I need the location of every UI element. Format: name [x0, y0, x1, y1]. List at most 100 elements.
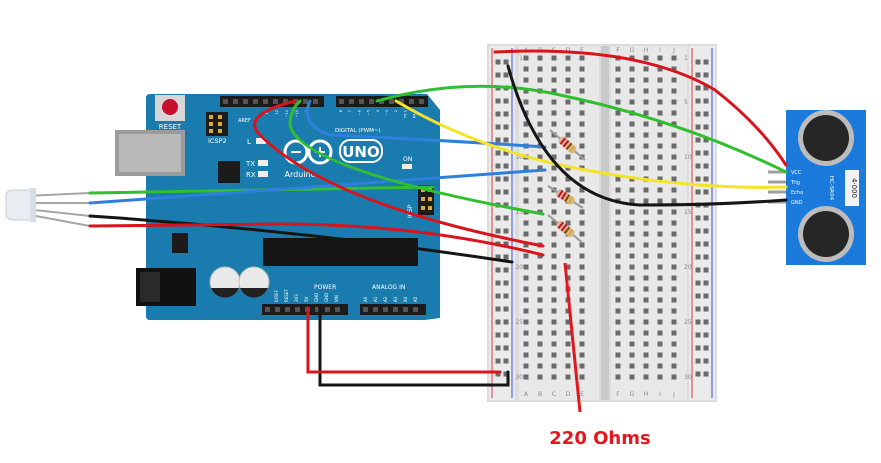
- rail-hole: [495, 228, 501, 234]
- breadboard-hole: [657, 88, 663, 94]
- rail-hole: [495, 293, 501, 299]
- breadboard-hole: [523, 374, 529, 380]
- breadboard-hole: [565, 99, 571, 105]
- wire-pin-blue: [306, 99, 547, 149]
- usb-chip: [218, 161, 240, 183]
- bb-col-letter: J: [672, 391, 675, 398]
- breadboard-hole: [657, 374, 663, 380]
- bb-row-number: 5: [684, 99, 688, 106]
- breadboard-hole: [629, 330, 635, 336]
- rail-hole: [503, 345, 509, 351]
- analog-pin-label: A1: [373, 296, 378, 302]
- breadboard-hole: [579, 297, 585, 303]
- rail-hole: [695, 241, 701, 247]
- resistor-band: [559, 137, 567, 145]
- breadboard-hole: [615, 264, 621, 270]
- breadboard-hole: [523, 352, 529, 358]
- breadboard-hole: [537, 319, 543, 325]
- digital-pin-label: TX 1: [403, 110, 407, 119]
- resistor-220: [547, 185, 584, 209]
- breadboard-hole: [551, 99, 557, 105]
- breadboard-hole: [615, 187, 621, 193]
- header-pin: [283, 99, 288, 104]
- breadboard-hole: [579, 319, 585, 325]
- breadboard-hole: [523, 286, 529, 292]
- rail-hole: [703, 306, 709, 312]
- breadboard-hole: [615, 297, 621, 303]
- breadboard-hole: [579, 220, 585, 226]
- breadboard-hole: [643, 154, 649, 160]
- rail-hole: [495, 176, 501, 182]
- breadboard-hole: [615, 88, 621, 94]
- header-pin: [389, 99, 394, 104]
- breadboard-hole: [565, 253, 571, 259]
- wire-led-red: [88, 222, 545, 257]
- wire-led-gnd-black: [88, 214, 514, 264]
- rail-hole: [703, 319, 709, 325]
- header-pin: [409, 99, 414, 104]
- breadboard-hole: [537, 253, 543, 259]
- rx-label: RX: [246, 171, 256, 179]
- breadboard-hole: [523, 165, 529, 171]
- breadboard-hole: [551, 253, 557, 259]
- breadboard-hole: [565, 220, 571, 226]
- breadboard-hole: [671, 110, 677, 116]
- breadboard-hole: [579, 99, 585, 105]
- breadboard-hole: [643, 275, 649, 281]
- breadboard-hole: [551, 176, 557, 182]
- rail-hole: [503, 124, 509, 130]
- resistor-band: [557, 221, 565, 229]
- breadboard-hole: [657, 286, 663, 292]
- breadboard-hole: [537, 55, 543, 61]
- breadboard-hole: [565, 132, 571, 138]
- breadboard-hole: [579, 231, 585, 237]
- breadboard-hole: [523, 264, 529, 270]
- resistor-band: [565, 142, 573, 150]
- resistor-band: [560, 192, 567, 200]
- header-pin: [349, 99, 354, 104]
- breadboard-hole: [551, 319, 557, 325]
- breadboard-hole: [537, 297, 543, 303]
- breadboard-hole: [657, 363, 663, 369]
- breadboard-hole: [537, 187, 543, 193]
- rail-hole: [703, 98, 709, 104]
- resistor-annotation: 220 Ohms: [549, 262, 651, 449]
- breadboard-hole: [551, 209, 557, 215]
- breadboard-hole: [523, 297, 529, 303]
- breadboard-hole: [643, 242, 649, 248]
- breadboard-hole: [657, 132, 663, 138]
- breadboard-hole: [551, 143, 557, 149]
- breadboard-hole: [551, 154, 557, 160]
- sensor-crystal: [845, 170, 859, 206]
- rail-hole: [503, 319, 509, 325]
- breadboard-hole: [579, 77, 585, 83]
- breadboard-hole: [643, 220, 649, 226]
- breadboard-hole: [657, 352, 663, 358]
- breadboard-hole: [671, 319, 677, 325]
- rail-hole: [495, 319, 501, 325]
- breadboard-hole: [657, 308, 663, 314]
- rail-hole: [495, 332, 501, 338]
- breadboard-hole: [629, 143, 635, 149]
- rail-hole: [503, 176, 509, 182]
- breadboard-hole: [579, 121, 585, 127]
- bb-col-letter: H: [644, 391, 649, 398]
- reset-button-cap[interactable]: [162, 99, 178, 115]
- breadboard-hole: [565, 110, 571, 116]
- wires: [88, 49, 788, 387]
- atmega-chip: [263, 238, 418, 266]
- breadboard-hole: [537, 231, 543, 237]
- sensor-brand-mark: 4·000: [850, 178, 858, 198]
- breadboard-hole: [615, 330, 621, 336]
- breadboard-hole: [551, 308, 557, 314]
- rail-hole: [703, 163, 709, 169]
- breadboard-hole: [523, 187, 529, 193]
- rgb-led-body: [5, 189, 35, 221]
- breadboard-hole: [629, 341, 635, 347]
- bb-col-letter: G: [630, 391, 635, 398]
- wire-trig-green: [375, 84, 788, 174]
- breadboard-hole: [537, 220, 543, 226]
